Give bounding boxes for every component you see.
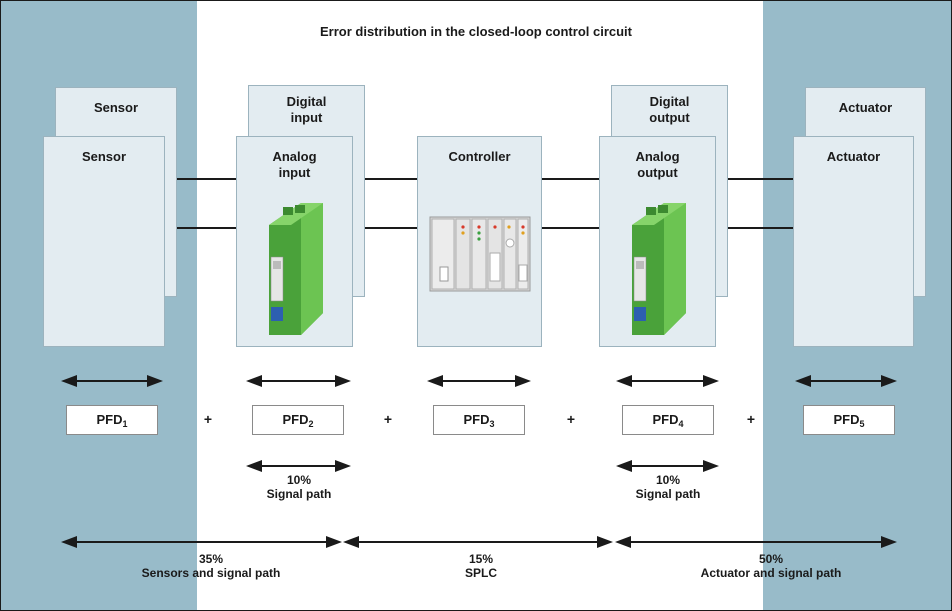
wire-controller-output-bottom [541,227,601,229]
output-signal-path-caption: 10% Signal path [606,473,730,501]
analog-input-block: Analog input [236,136,353,347]
pfd-5-subscript: 5 [859,419,865,429]
digital-output-label: Digital output [649,94,690,125]
share-actuator-caption: 50% Actuator and signal path [651,552,891,580]
analog-output-block: Analog output [599,136,716,347]
wire-output-actuator-bottom [725,227,795,229]
pfd-box-1: PFD1 [66,405,158,435]
pfd-4-label: PFD [652,412,679,427]
analog-input-range-arrow [246,375,351,387]
pfd-3-label: PFD [463,412,490,427]
pfd-2-label: PFD [282,412,309,427]
pfd-box-4: PFD4 [622,405,714,435]
share-actuator-percent: 50% [758,552,784,566]
wire-input-controller-bottom [363,227,419,229]
actuator-label: Actuator [826,149,881,164]
sensor-back-label: Sensor [93,100,139,115]
controller-block: Controller [417,136,542,347]
sensor-range-arrow [61,375,163,387]
pfd-4-subscript: 4 [678,419,684,429]
digital-input-label: Digital input [286,94,327,125]
share-splc-percent: 15% [468,552,494,566]
actuator-back-label: Actuator [838,100,893,115]
sensor-block: Sensor [43,136,165,347]
share-sensors-arrow [61,536,342,548]
analog-input-label: Analog input [272,149,317,180]
input-signal-path-arrow [246,460,351,472]
analog-input-module-image [269,203,323,335]
share-sensors-label: Sensors and signal path [141,566,281,580]
share-splc-label: SPLC [464,566,497,580]
share-actuator-label: Actuator and signal path [700,566,842,580]
share-splc-arrow [343,536,613,548]
share-sensors-percent: 35% [198,552,224,566]
sensor-label: Sensor [81,149,127,164]
input-signal-path-percent: 10% [286,473,312,487]
actuator-range-arrow [795,375,897,387]
output-signal-path-percent: 10% [655,473,681,487]
actuator-block: Actuator [793,136,914,347]
wire-sensor-input-top [175,178,237,180]
wire-controller-output-top [541,178,601,180]
analog-output-module-image [632,203,686,335]
input-signal-path-caption: 10% Signal path [237,473,361,501]
pfd-box-2: PFD2 [252,405,344,435]
plus-sign-1: + [203,411,213,427]
share-splc-caption: 15% SPLC [401,552,561,580]
controller-range-arrow [427,375,531,387]
pfd-box-5: PFD5 [803,405,895,435]
controller-plc-image [429,216,531,292]
share-actuator-arrow [615,536,897,548]
analog-output-range-arrow [616,375,719,387]
plus-sign-3: + [566,411,576,427]
controller-label: Controller [448,149,511,164]
wire-sensor-input-bottom [175,227,237,229]
output-signal-path-arrow [616,460,719,472]
input-signal-path-label: Signal path [266,487,332,501]
output-signal-path-label: Signal path [635,487,701,501]
pfd-1-label: PFD [96,412,123,427]
diagram-title: Error distribution in the closed-loop co… [319,24,632,39]
wire-output-actuator-top [725,178,795,180]
pfd-1-subscript: 1 [122,419,128,429]
plus-sign-2: + [383,411,393,427]
plus-sign-4: + [746,411,756,427]
wire-input-controller-top [363,178,419,180]
share-sensors-caption: 35% Sensors and signal path [91,552,331,580]
pfd-box-3: PFD3 [433,405,525,435]
pfd-3-subscript: 3 [489,419,495,429]
analog-output-label: Analog output [635,149,680,180]
pfd-5-label: PFD [833,412,860,427]
pfd-2-subscript: 2 [308,419,314,429]
